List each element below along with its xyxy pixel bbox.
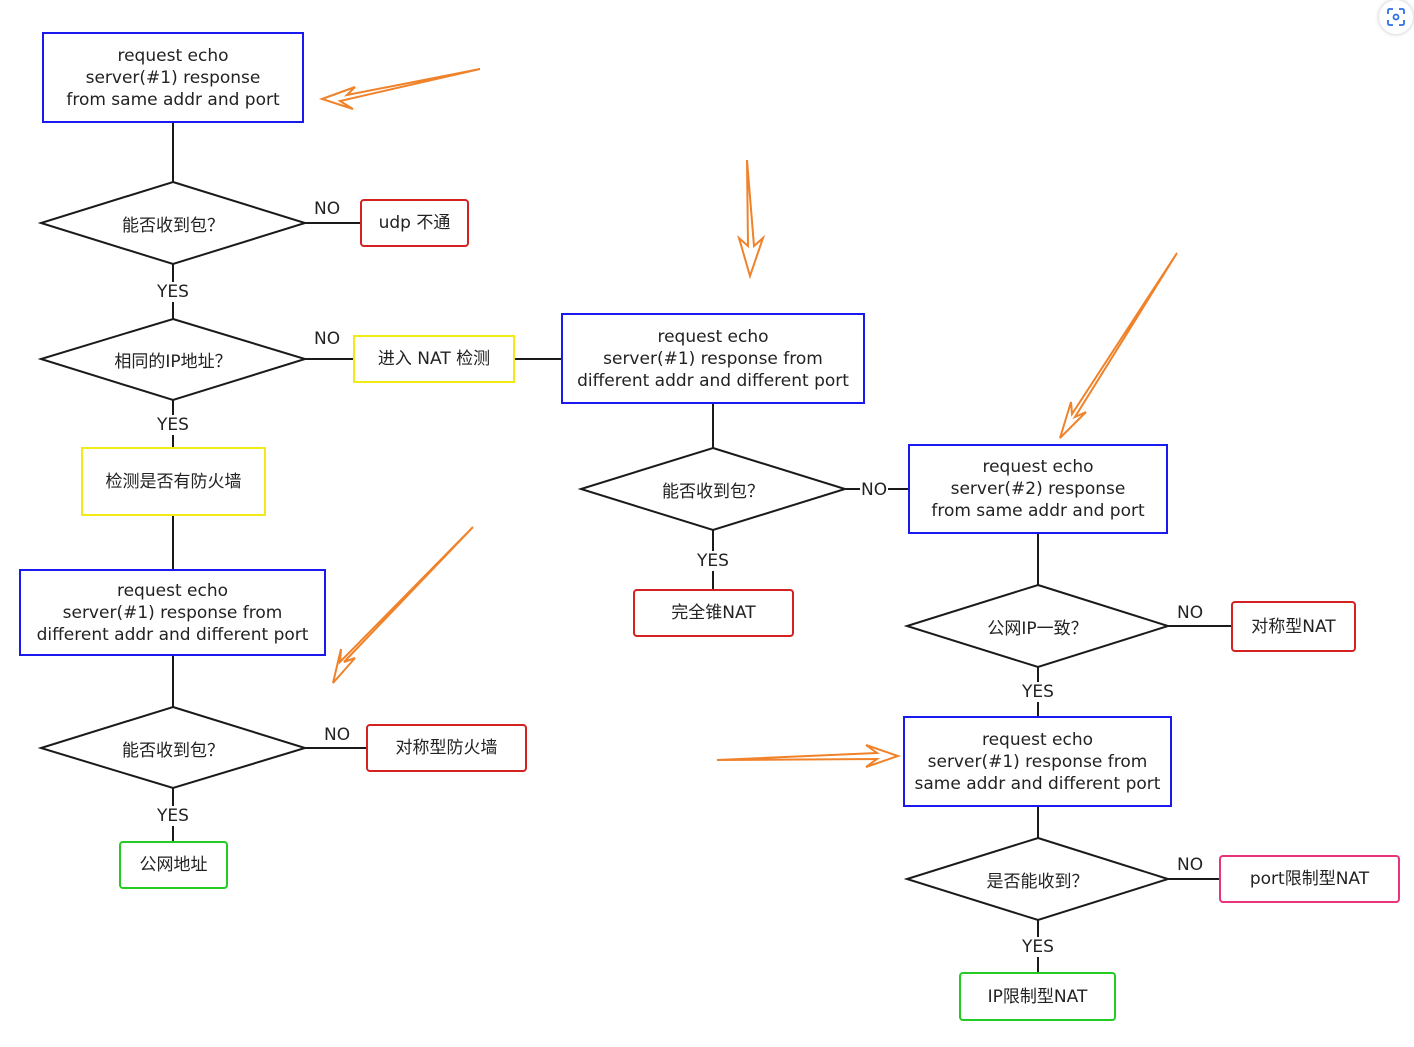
decision-diamond	[37, 317, 309, 402]
no-label: NO	[1176, 603, 1205, 623]
scan-button[interactable]	[1379, 0, 1413, 34]
server2-request-text: request echo server(#2) response from sa…	[931, 457, 1145, 521]
yes-label: YES	[1021, 682, 1055, 702]
symmetric-nat-text: 对称型NAT	[1251, 616, 1336, 637]
same-addr-diff-port-box: request echo server(#1) response from sa…	[903, 716, 1172, 807]
left-request-diff-box: request echo server(#1) response from di…	[19, 569, 326, 656]
port-restricted-nat-box: port限制型NAT	[1219, 855, 1400, 903]
no-label: NO	[313, 329, 342, 349]
same-addr-diff-port-text: request echo server(#1) response from sa…	[914, 729, 1161, 794]
port-restricted-nat-text: port限制型NAT	[1249, 869, 1370, 889]
start-request-text: request echo server(#1) response from sa…	[66, 45, 280, 110]
public-address-box: 公网地址	[119, 841, 228, 889]
decision-diamond	[903, 583, 1172, 669]
ip-restricted-nat-text: IP限制型NAT	[987, 986, 1088, 1007]
udp-blocked-text: udp 不通	[378, 213, 451, 233]
public-address-text: 公网地址	[139, 855, 208, 875]
symmetric-firewall-box: 对称型防火墙	[366, 724, 527, 772]
annotation-arrow	[716, 744, 902, 768]
decision-diamond	[903, 836, 1172, 922]
yes-label: YES	[1021, 937, 1055, 957]
annotation-arrow	[737, 159, 766, 280]
decision-diamond	[577, 446, 849, 532]
full-cone-nat-box: 完全锥NAT	[633, 589, 794, 637]
no-label: NO	[1176, 855, 1205, 875]
decision-diamond	[37, 180, 309, 266]
enter-nat-box: 进入 NAT 检测	[353, 335, 515, 383]
symmetric-nat-box: 对称型NAT	[1231, 601, 1356, 652]
full-cone-nat-text: 完全锥NAT	[671, 603, 756, 623]
annotation-arrow	[332, 526, 474, 684]
start-request-box: request echo server(#1) response from sa…	[42, 32, 304, 123]
mid-request-diff-text: request echo server(#1) response from di…	[577, 326, 849, 391]
yes-label: YES	[156, 806, 190, 826]
check-firewall-box: 检测是否有防火墙	[81, 447, 266, 516]
left-request-diff-text: request echo server(#1) response from di…	[36, 580, 309, 645]
udp-blocked-box: udp 不通	[360, 199, 469, 247]
ip-restricted-nat-box: IP限制型NAT	[959, 972, 1116, 1021]
no-label: NO	[323, 725, 352, 745]
no-label: NO	[860, 480, 889, 500]
yes-label: YES	[156, 282, 190, 302]
no-label: NO	[313, 199, 342, 219]
check-firewall-text: 检测是否有防火墙	[105, 471, 242, 492]
decision-diamond	[37, 705, 309, 790]
enter-nat-text: 进入 NAT 检测	[377, 349, 491, 369]
yes-label: YES	[696, 551, 730, 571]
annotation-arrow	[318, 68, 481, 110]
annotation-arrow	[1059, 252, 1178, 439]
mid-request-diff-box: request echo server(#1) response from di…	[561, 313, 865, 404]
scan-icon	[1387, 8, 1405, 26]
yes-label: YES	[156, 415, 190, 435]
server2-request-box: request echo server(#2) response from sa…	[908, 444, 1168, 534]
symmetric-firewall-text: 对称型防火墙	[395, 738, 498, 758]
